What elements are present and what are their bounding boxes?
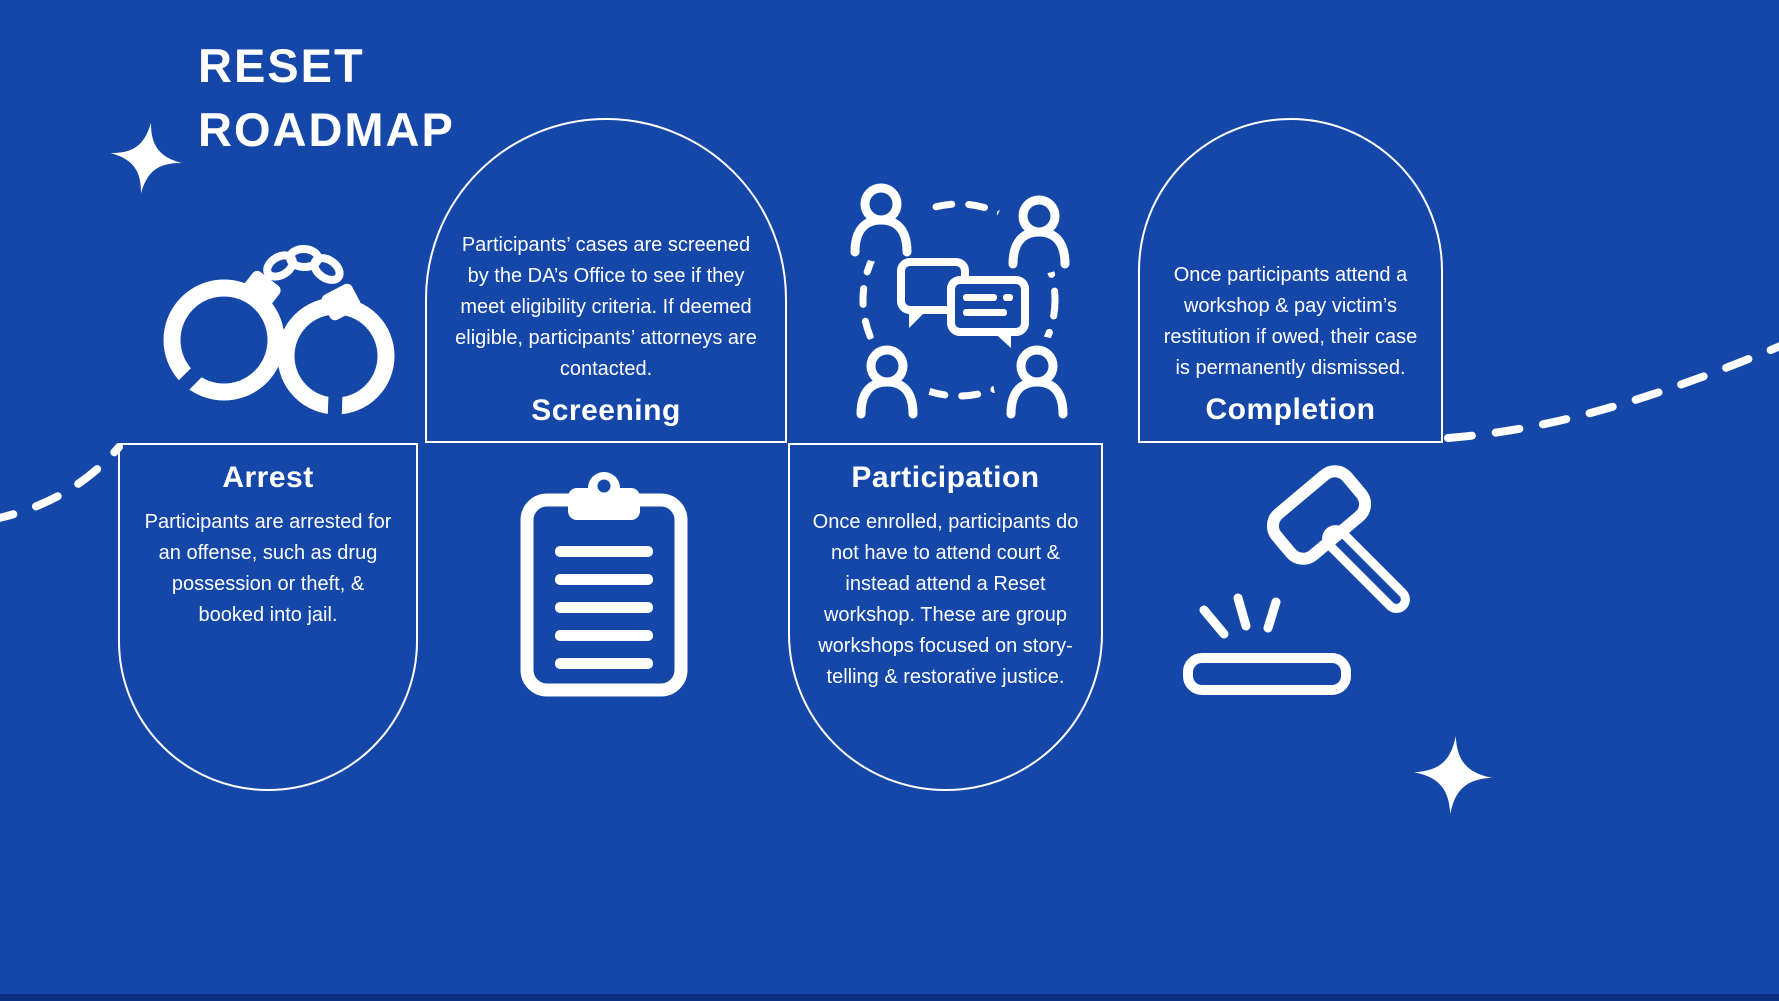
clipboard-icon [518,462,690,700]
gavel-icon [1178,462,1413,700]
page-title-line2: ROADMAP [198,103,455,156]
stage-title-completion: Completion [1205,393,1376,426]
stage-description-arrest: Participants are arrested for an offense… [144,511,392,626]
handcuffs-icon [158,196,406,432]
stage-card-screening: Participants’ cases are screened by the … [425,118,787,443]
stage-card-arrest: Arrest Participants are arrested for an … [118,443,418,791]
bottom-edge-strip [0,994,1779,1001]
stage-description-completion: Once participants attend a workshop & pa… [1163,264,1418,379]
stage-description-participation: Once enrolled, participants do not have … [812,511,1079,688]
sparkle-icon [105,117,186,198]
stage-title-screening: Screening [531,394,681,427]
stage-title-participation: Participation [851,461,1040,494]
group-discussion-icon [837,174,1083,424]
stage-description-screening: Participants’ cases are screened by the … [455,234,757,380]
stage-title-arrest: Arrest [222,461,314,494]
page-title-line1: RESET [198,39,365,92]
stage-card-completion: Once participants attend a workshop & pa… [1138,118,1443,443]
stage-card-participation: Participation Once enrolled, participant… [788,443,1103,791]
sparkle-icon [1411,733,1494,816]
page-title: RESET ROADMAP [198,34,455,162]
